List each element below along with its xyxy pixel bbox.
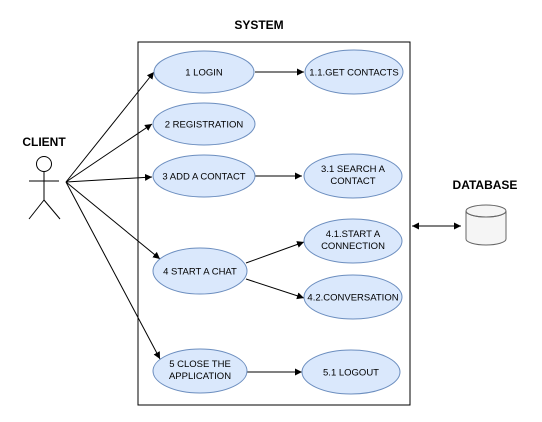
- svg-text:APPLICATION: APPLICATION: [169, 371, 231, 382]
- usecase-start-chat: 4 START A CHAT: [152, 247, 248, 295]
- svg-text:CONNECTION: CONNECTION: [321, 241, 385, 252]
- client-actor: [28, 156, 61, 220]
- client-login-link: [65, 71, 155, 183]
- svg-text:4 START A CHAT: 4 START A CHAT: [163, 267, 237, 278]
- client-add-contact-link: [65, 173, 153, 183]
- svg-text:3.1 SEARCH A: 3.1 SEARCH A: [321, 164, 386, 175]
- usecase-logout: 5.1 LOGOUT: [301, 349, 401, 395]
- chat-connection-link: [245, 241, 305, 264]
- client-registration-link: [65, 123, 153, 183]
- usecase-search-contact: 3.1 SEARCH A CONTACT: [303, 153, 403, 199]
- svg-text:CONTACT: CONTACT: [330, 176, 375, 187]
- usecase-registration: 2 REGISTRATION: [152, 102, 256, 146]
- svg-text:2 REGISTRATION: 2 REGISTRATION: [165, 120, 244, 131]
- usecase-close-app: 5 CLOSE THE APPLICATION: [152, 348, 248, 394]
- chat-conversation-link: [245, 278, 305, 300]
- usecase-conversation: 4.2.CONVERSATION: [303, 274, 403, 320]
- svg-text:1.1.GET CONTACTS: 1.1.GET CONTACTS: [309, 68, 398, 79]
- usecase-login: 1 LOGIN: [153, 50, 255, 94]
- svg-text:4.1.START A: 4.1.START A: [326, 229, 381, 240]
- svg-text:4.2.CONVERSATION: 4.2.CONVERSATION: [307, 293, 398, 304]
- database-icon: [465, 204, 507, 246]
- usecase-get-contacts: 1.1.GET CONTACTS: [304, 49, 404, 95]
- database-label: DATABASE: [453, 178, 518, 192]
- svg-text:5 CLOSE THE: 5 CLOSE THE: [169, 359, 231, 370]
- svg-text:3 ADD A CONTACT: 3 ADD A CONTACT: [162, 172, 245, 183]
- client-label: CLIENT: [22, 135, 66, 149]
- svg-text:1 LOGIN: 1 LOGIN: [185, 68, 223, 79]
- svg-text:5.1 LOGOUT: 5.1 LOGOUT: [323, 368, 379, 379]
- usecase-add-contact: 3 ADD A CONTACT: [152, 154, 256, 198]
- usecase-start-connection: 4.1.START A CONNECTION: [303, 218, 403, 264]
- client-start-chat-link: [65, 181, 161, 260]
- system-title: SYSTEM: [234, 18, 283, 32]
- client-close-app-link: [65, 181, 161, 360]
